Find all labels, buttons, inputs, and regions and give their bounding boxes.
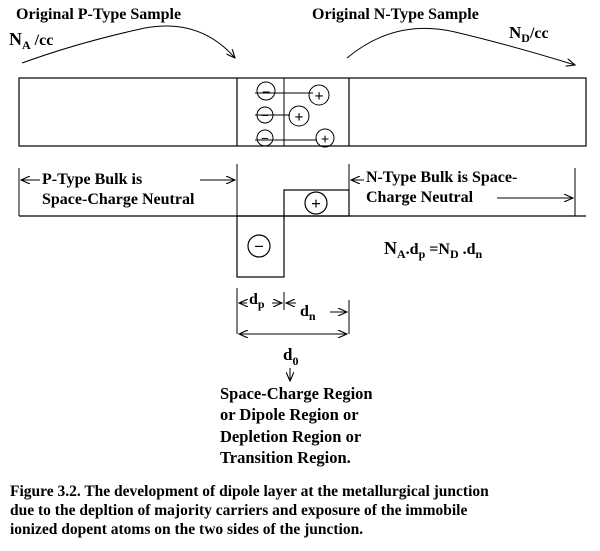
p-sample-arrow xyxy=(21,25,235,64)
donor-ion-2: + xyxy=(288,105,310,127)
svg-text:NA.dp =ND .dn: NA.dp =ND .dn xyxy=(384,238,483,261)
caption-line-3: ionized dopent atoms on the two sides of… xyxy=(10,521,364,538)
dn-label: dn xyxy=(300,303,316,323)
svg-text:−: − xyxy=(254,237,264,256)
region-label-line2: or Dipole Region or xyxy=(220,405,359,424)
charge-balance-equation: NA.dp =ND .dn xyxy=(384,238,483,261)
nd-label: ND/cc xyxy=(509,23,549,45)
donor-ion-3: + xyxy=(315,128,335,148)
svg-text:+: + xyxy=(311,194,321,213)
dp-label: dp xyxy=(249,291,265,311)
p-bulk-label-line2: Space-Charge Neutral xyxy=(42,191,195,208)
n-type-sample-label: Original N-Type Sample xyxy=(312,6,479,23)
semiconductor-bar xyxy=(18,77,587,147)
region-label-line3: Depletion Region or xyxy=(220,427,361,446)
d0-label: d0 xyxy=(283,345,298,368)
svg-text:d0: d0 xyxy=(283,345,298,368)
positive-charge-block xyxy=(283,189,350,217)
n-bulk-label-line2: Charge Neutral xyxy=(366,189,474,206)
negative-charge-symbol: − xyxy=(247,234,271,258)
svg-text:dp: dp xyxy=(249,291,265,311)
negative-charge-block xyxy=(236,215,285,278)
svg-text:NA /cc: NA /cc xyxy=(9,29,53,52)
svg-text:+: + xyxy=(321,132,330,148)
donor-ion-1: + xyxy=(308,84,330,106)
svg-text:+: + xyxy=(294,109,303,126)
p-type-sample-label: Original P-Type Sample xyxy=(16,6,181,23)
positive-charge-symbol: + xyxy=(304,191,328,215)
caption-line-1: Figure 3.2. The development of dipole la… xyxy=(10,483,489,500)
caption-line-2: due to the depltion of majority carriers… xyxy=(10,502,468,519)
svg-text:ND/cc: ND/cc xyxy=(509,23,549,45)
svg-text:−: − xyxy=(261,109,269,124)
acceptor-ion-3: − xyxy=(256,129,274,147)
region-label-line4: Transition Region. xyxy=(220,448,351,467)
n-bulk-label-line1: N-Type Bulk is Space- xyxy=(366,169,517,186)
figure-caption: Figure 3.2. The development of dipole la… xyxy=(10,482,595,539)
n-sample-arrow xyxy=(346,27,575,65)
p-bulk-label-line1: P-Type Bulk is xyxy=(42,171,142,188)
svg-text:+: + xyxy=(314,88,323,105)
region-label-line1: Space-Charge Region xyxy=(220,384,373,403)
svg-text:dn: dn xyxy=(300,303,316,323)
acceptor-ion-1: − xyxy=(256,81,276,101)
na-label: NA /cc xyxy=(9,29,53,52)
